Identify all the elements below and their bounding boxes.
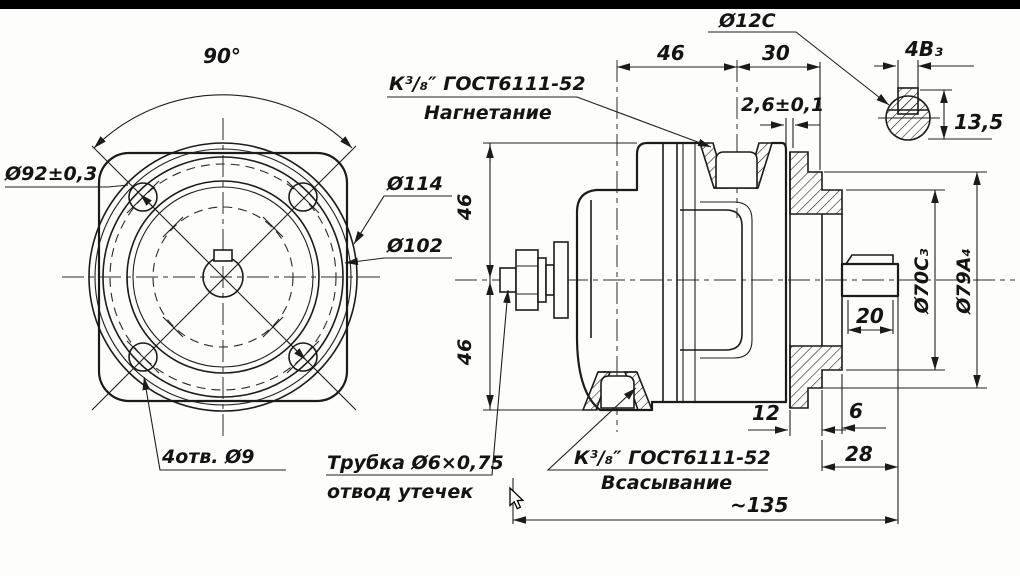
dim-overall: ~135: [730, 493, 789, 517]
dim-key-length: 20: [856, 304, 884, 328]
dimensions: 46 46 46 30 2,6±0,1 Ø70С₃ Ø79А₄ 20: [454, 41, 987, 524]
bolt-circle-label: Ø92±0,3: [4, 163, 97, 185]
side-view: 46 46 46 30 2,6±0,1 Ø70С₃ Ø79А₄ 20: [326, 41, 1015, 524]
leak-tube-label-2: отвод утечек: [327, 481, 474, 503]
keyway-front: [213, 249, 233, 262]
holes-note-label: 4отв. Ø9: [161, 446, 255, 468]
dim-shaft-length: 28: [845, 442, 873, 466]
spigot-dia-label: Ø102: [386, 235, 443, 257]
holes-leader: [142, 376, 286, 471]
shaft-dia-leader: [708, 31, 890, 106]
spigot-circle-d102: [102, 156, 344, 398]
suction-leader: [546, 387, 768, 471]
mouse-cursor[interactable]: [509, 486, 525, 510]
drive-shaft: [840, 254, 900, 298]
body-circle: [126, 180, 320, 374]
scan-top-strip: [0, 0, 1020, 9]
dim-flange-dia: Ø79А₄: [953, 248, 975, 315]
dim-port-to-face: 30: [762, 41, 790, 65]
discharge-leader: [387, 96, 712, 148]
discharge-thread-label: К³/₈″ ГОСТ6111-52: [389, 73, 586, 95]
outer-rim-circle-d114: [88, 142, 358, 412]
leak-fitting: [499, 241, 569, 319]
angle-label: 90°: [203, 44, 241, 68]
outer-dia-label: Ø114: [386, 173, 443, 195]
discharge-name-label: Нагнетание: [424, 102, 552, 124]
suction-port: [581, 371, 654, 411]
square-flange-outline: [97, 151, 349, 403]
shaft-dia-label: Ø12С: [718, 10, 776, 32]
discharge-port: [698, 142, 774, 189]
dim-46-lower: 46: [454, 339, 476, 366]
key-section: [897, 87, 919, 115]
bolt-circle-d92: [109, 163, 337, 391]
front-view: 90° Ø92±0,3 Ø114 Ø102 4отв. Ø9: [4, 44, 452, 471]
outer-dia-leader: [353, 195, 452, 245]
leak-tube-leader: [326, 289, 511, 476]
dim-flange-thickness: 12: [752, 401, 780, 425]
d92-arrow: [287, 341, 307, 361]
diagonal-dimension-line: [91, 145, 357, 411]
rim-chamfer-circle: [94, 148, 352, 406]
dim-key-offset: 6: [849, 399, 863, 423]
key-height-label: 13,5: [954, 110, 1003, 134]
dim-46-upper: 46: [454, 194, 476, 221]
body-inner-circle: [132, 186, 314, 368]
dim-spigot-dia: Ø70С₃: [911, 248, 933, 315]
spigot-dia-leader: [344, 257, 452, 266]
bolt-circle-leader: [5, 184, 129, 188]
hidden-inner-circle: [152, 206, 294, 348]
angle-90-arc: [93, 94, 353, 149]
dim-port-spacing: 46: [656, 41, 685, 65]
suction-name-label: Всасывание: [601, 472, 732, 494]
suction-thread-label: К³/₈″ ГОСТ6111-52: [574, 447, 771, 469]
dim-gap: 2,6±0,1: [741, 94, 824, 116]
inner-circle-tick-marks: [162, 216, 284, 338]
leak-tube-label-1: Трубка Ø6×0,75: [327, 452, 504, 474]
key-width-label: 4В₃: [904, 37, 943, 61]
front-housing: [635, 141, 788, 404]
shaft-key-detail: 4В₃ 13,5 Ø12С: [708, 10, 1003, 141]
d92-arrow: [139, 193, 159, 213]
mounting-flange: [789, 151, 843, 409]
